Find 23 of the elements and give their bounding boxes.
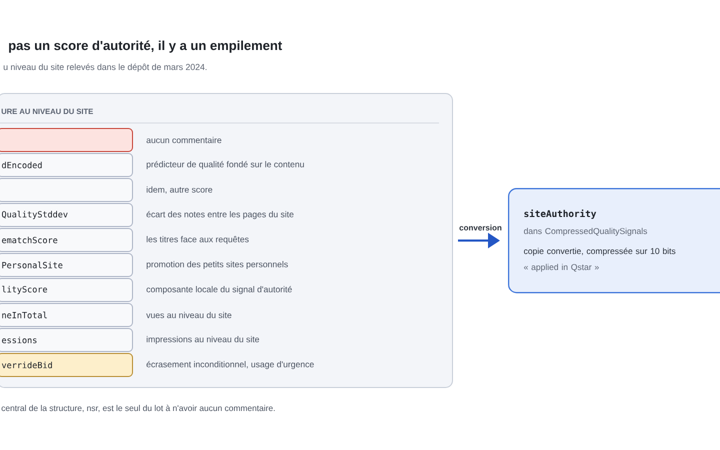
code-box: lityScore [0, 278, 133, 302]
description-text: composante locale du signal d'autorité [146, 286, 292, 294]
description-text: les titres face aux requêtes [146, 236, 249, 244]
code-box: essions [0, 328, 133, 352]
code-box: dEncoded [0, 153, 133, 177]
code-box: neInTotal [0, 303, 133, 327]
footnote: central de la structure, nsr, est le seul du lot à n'avoir aucun commentaire. [2, 404, 275, 412]
description-text: idem, autre score [146, 186, 212, 194]
code-box: ematchScore [0, 228, 133, 252]
title: pas un score d'autorité, il y a un empilement [9, 40, 282, 53]
description-text: prédicteur de qualité fondé sur le contenu [146, 160, 304, 170]
subtitle: u niveau du site relevés dans le dépôt de mars 2024. [4, 64, 206, 72]
description-text: impressions au niveau du site [146, 336, 260, 344]
description-text: écrasement inconditionnel, usage d'urgence [146, 360, 314, 370]
description-text: promotion des petits sites personnels [146, 261, 288, 270]
code-box: verrideBid [0, 353, 133, 377]
description-text: aucun commentaire [146, 136, 222, 144]
code-box: PersonalSite [0, 253, 133, 277]
info-card: siteAuthority dans CompressedQualitySignals copie convertie, compressée sur 10 bits « applied in Qstar » [508, 188, 720, 294]
description-text: vues au niveau du site [146, 312, 232, 318]
code-box: QualityStddev [0, 203, 133, 227]
edge-label: conversion [458, 224, 503, 232]
description-text: écart des notes entre les pages du site [146, 210, 294, 220]
